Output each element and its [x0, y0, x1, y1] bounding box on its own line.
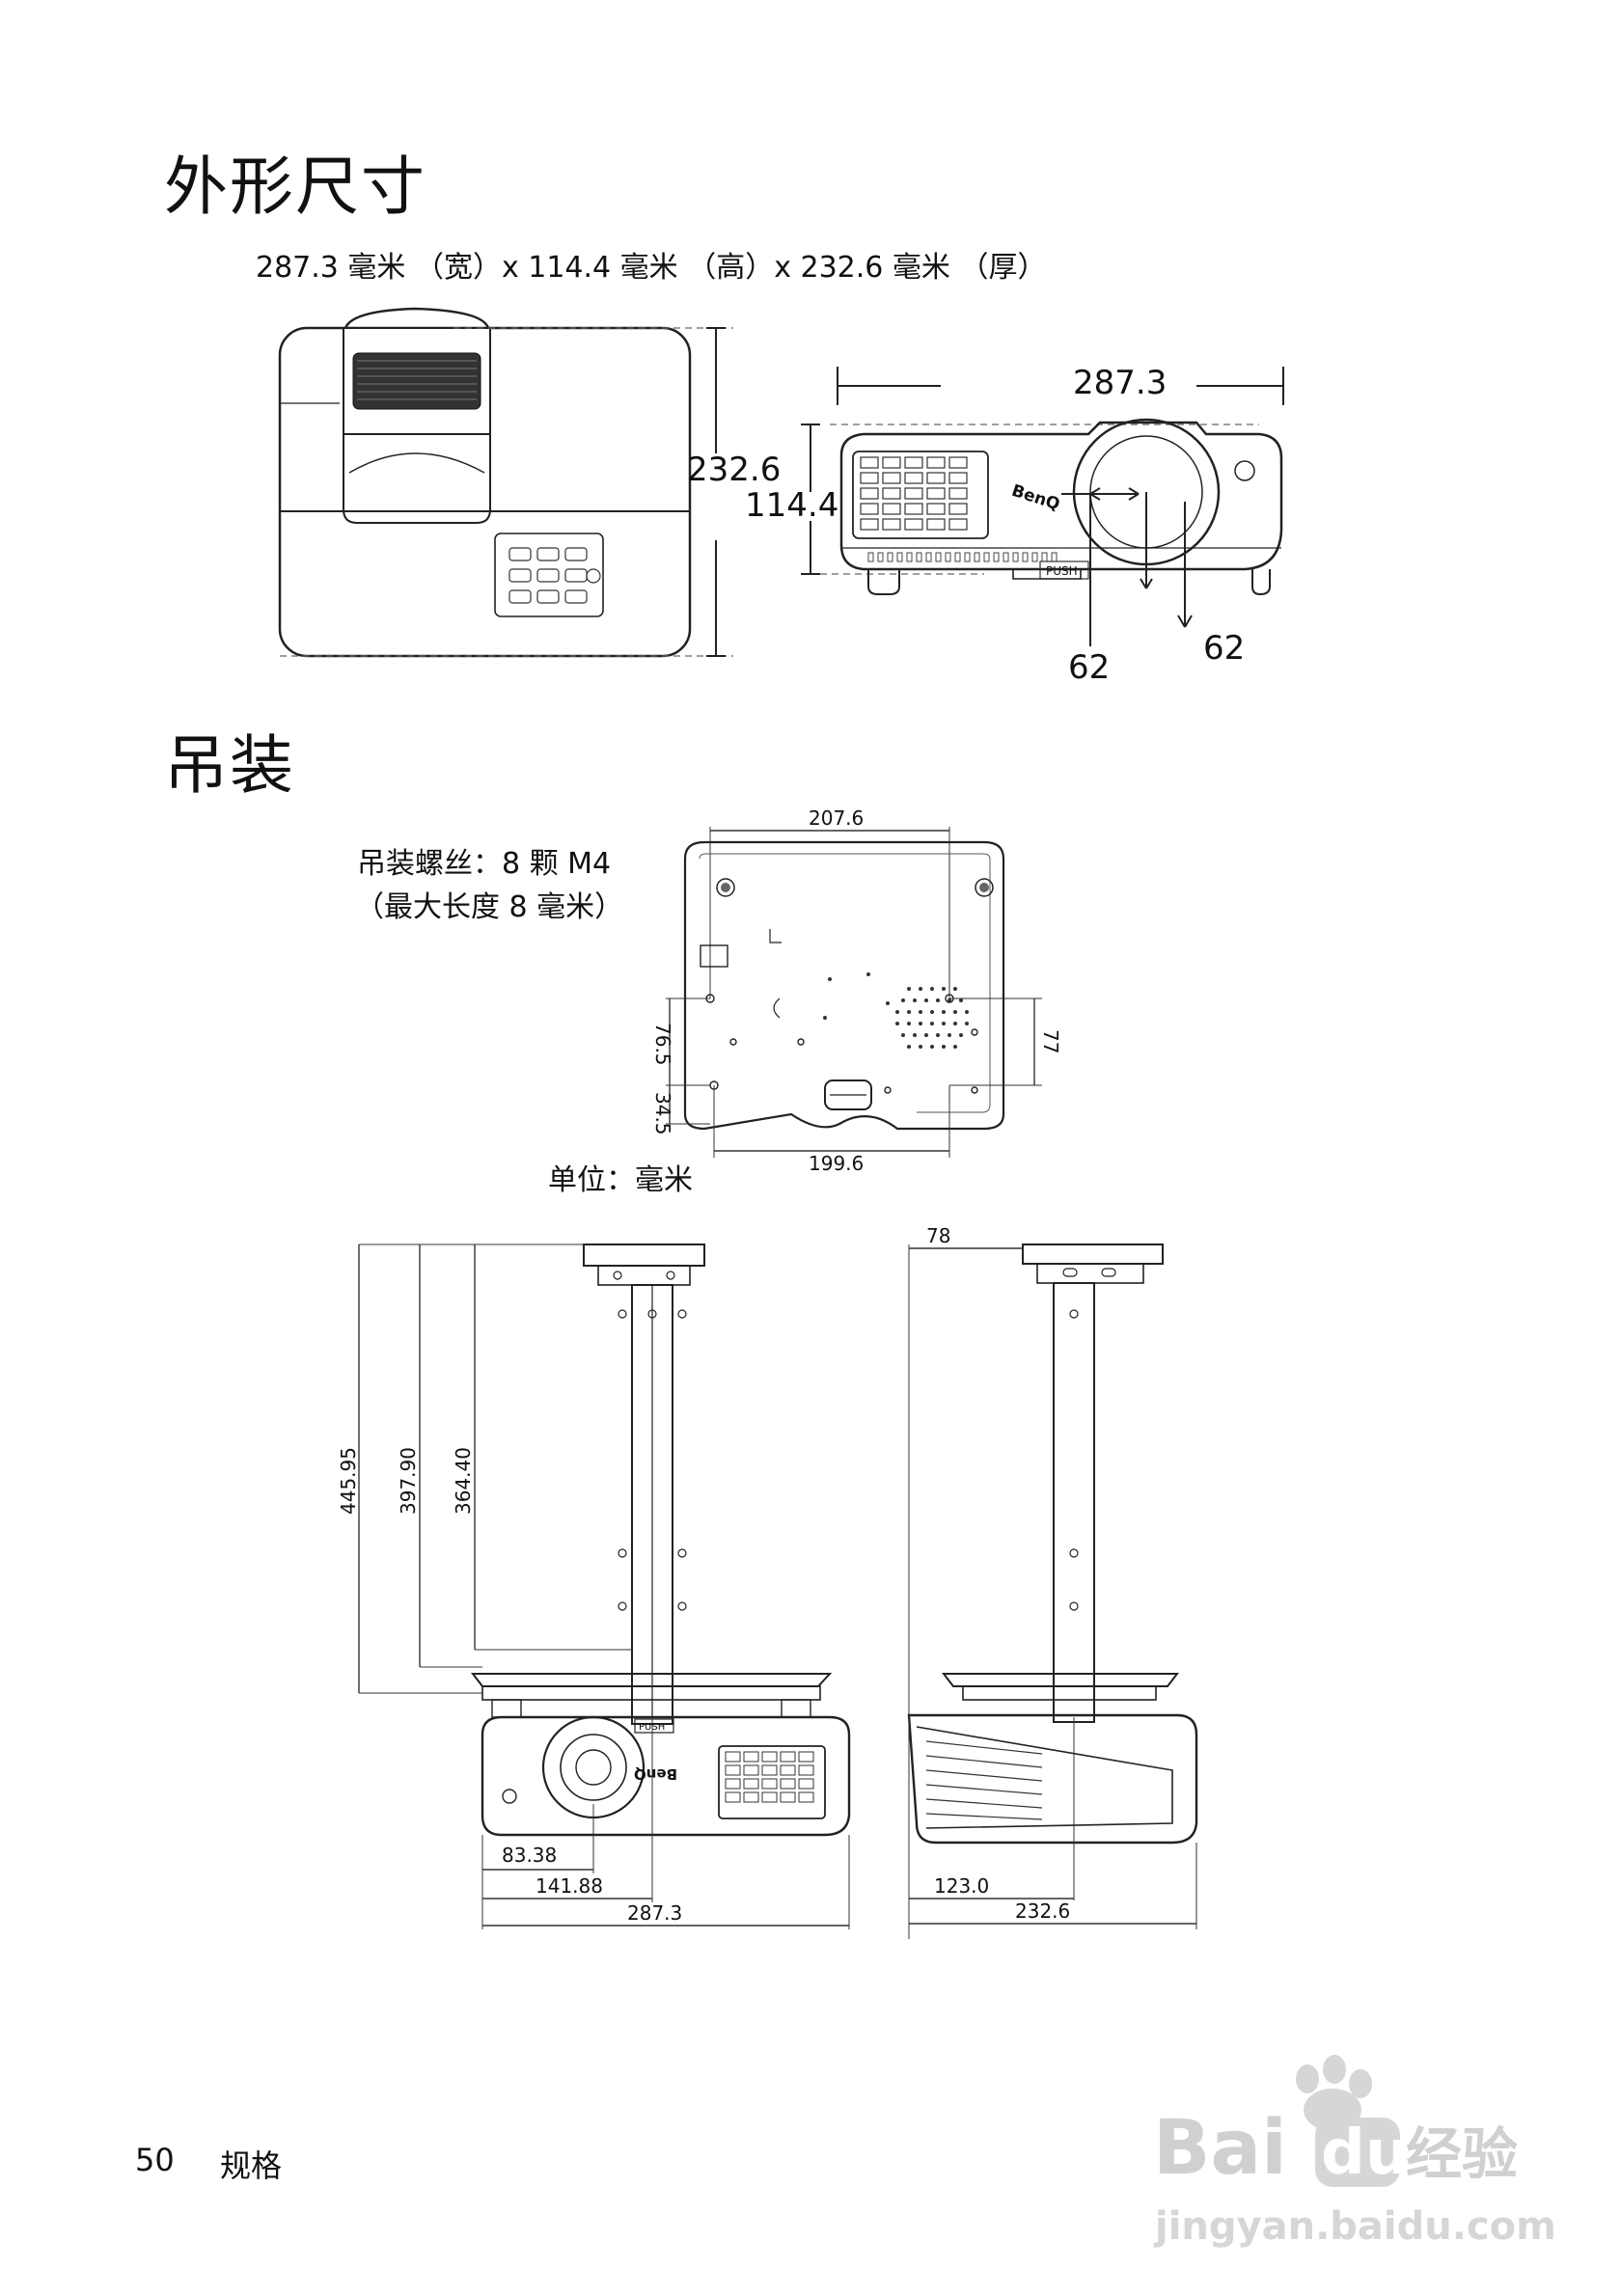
front-width-label: 287.3: [1073, 364, 1167, 402]
top-view-drawing: [278, 307, 733, 658]
screw-spec-line1: 吊装螺丝：8 颗 M4: [357, 847, 612, 881]
watermark-product: 经验: [1406, 2121, 1518, 2187]
svg-text:BenQ: BenQ: [634, 1765, 677, 1783]
watermark-url: jingyan.baidu.com: [1153, 2204, 1556, 2249]
page-number: 50: [135, 2142, 175, 2178]
watermark-brand-du: du: [1321, 2118, 1409, 2189]
front-mount-drawing: PUSH BenQ 445.95 397.90 364.40 83.38 141…: [338, 1244, 851, 1929]
bottom-bottom-width-label: 199.6: [809, 1152, 864, 1172]
offset-right-label: 62: [1203, 629, 1245, 668]
baidu-jingyan-watermark: Bai du 经验 jingyan.baidu.com: [1153, 2055, 1556, 2249]
front-height-label: 114.4: [745, 486, 838, 525]
bottom-left-upper-label: 76.5: [651, 1023, 674, 1066]
depth-dimension-label: 232.6: [687, 451, 781, 489]
svg-text:232.6: 232.6: [687, 451, 781, 489]
footer-section-title: 规格: [220, 2147, 283, 2184]
offset-left-label: 62: [1068, 648, 1110, 687]
mount-height-364-label: 364.40: [452, 1447, 475, 1515]
bottom-view-drawing: 207.6 199.6 76.5 34.5 77: [651, 806, 1062, 1172]
side-depth-label: 232.6: [1015, 1900, 1070, 1923]
bottom-left-lower-label: 34.5: [651, 1092, 674, 1135]
section-title-mount: 吊装: [164, 728, 295, 803]
mount-width-141-label: 141.88: [536, 1874, 603, 1898]
side-lens-offset-label: 123.0: [934, 1874, 989, 1898]
front-view-drawing: BenQ PUSH: [801, 367, 1284, 646]
unit-label: 单位：毫米: [548, 1163, 693, 1197]
side-top-offset-label: 78: [926, 1225, 950, 1247]
screw-spec-line2: （最大长度 8 毫米）: [355, 890, 624, 924]
side-mount-drawing: 78 123.0 232.6: [907, 1225, 1198, 1939]
section-title-outline: 外形尺寸: [164, 150, 426, 224]
mount-height-445-label: 445.95: [338, 1447, 360, 1515]
svg-text:BenQ: BenQ: [1009, 481, 1062, 515]
mount-width-287-label: 287.3: [627, 1901, 682, 1925]
svg-text:114.4: 114.4: [745, 486, 838, 525]
watermark-brand: Bai: [1153, 2105, 1287, 2192]
bottom-right-label: 77: [1039, 1029, 1062, 1053]
svg-text:62: 62: [1203, 629, 1245, 668]
bottom-top-width-label: 207.6: [809, 806, 864, 830]
svg-text:287.3: 287.3: [1073, 364, 1167, 402]
mount-width-83-label: 83.38: [502, 1844, 557, 1867]
svg-text:62: 62: [1068, 648, 1110, 687]
svg-text:PUSH: PUSH: [1046, 564, 1078, 578]
dimension-spec-line: 287.3 毫米 （宽）x 114.4 毫米 （高）x 232.6 毫米 （厚）: [256, 251, 1047, 285]
mount-height-397-label: 397.90: [397, 1447, 420, 1515]
